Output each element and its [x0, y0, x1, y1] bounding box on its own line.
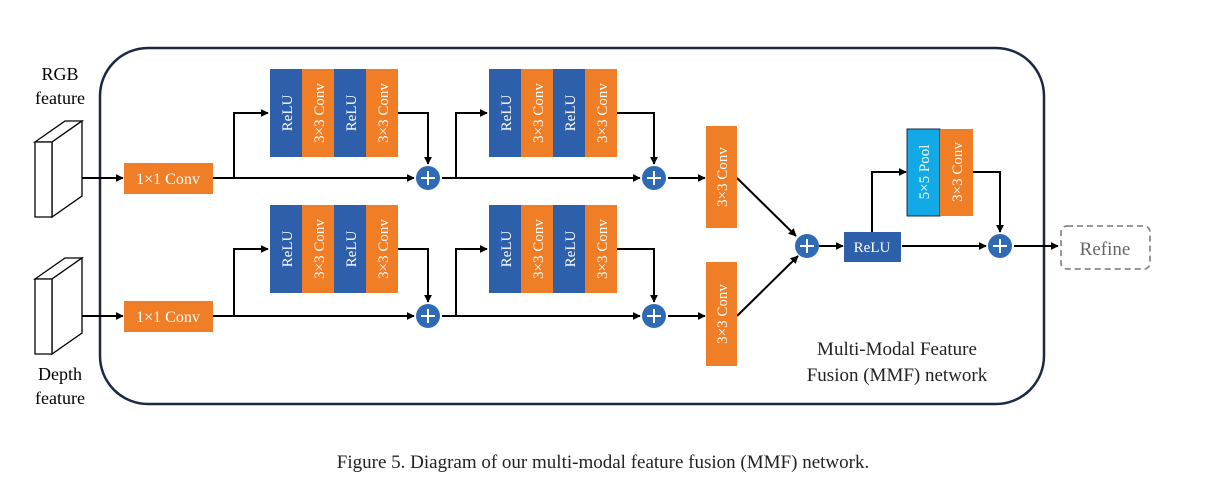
- svg-text:3×3 Conv: 3×3 Conv: [531, 83, 547, 143]
- svg-text:3×3 Conv: 3×3 Conv: [312, 219, 328, 279]
- sum-node-depth-2: [642, 304, 666, 328]
- residual-unit-depth-1: ReLU 3×3 Conv ReLU 3×3 Conv: [270, 205, 398, 293]
- sum-node-depth-1: [416, 304, 440, 328]
- rgb-label-line1: RGB: [41, 64, 78, 84]
- svg-text:ReLU: ReLU: [280, 95, 296, 132]
- residual-unit-rgb-1: ReLU 3×3 Conv ReLU 3×3 Conv: [270, 69, 398, 157]
- residual-unit-depth-2: ReLU 3×3 Conv ReLU 3×3 Conv: [489, 205, 617, 293]
- svg-text:3×3 Conv: 3×3 Conv: [595, 219, 611, 279]
- figure-caption: Figure 5. Diagram of our multi-modal fea…: [336, 452, 870, 473]
- svg-text:ReLU: ReLU: [499, 231, 515, 268]
- svg-text:ReLU: ReLU: [563, 95, 579, 132]
- sum-node-rgb-2: [642, 166, 666, 190]
- depth-conv3x3-adapt-block: 3×3 Conv: [706, 262, 737, 366]
- svg-text:3×3 Conv: 3×3 Conv: [950, 142, 966, 202]
- svg-text:1×1 Conv: 1×1 Conv: [136, 171, 200, 188]
- svg-text:ReLU: ReLU: [344, 231, 360, 268]
- rgb-label-line2: feature: [35, 88, 85, 108]
- svg-text:3×3 Conv: 3×3 Conv: [715, 147, 731, 207]
- network-label-line1: Multi-Modal Feature: [817, 339, 977, 360]
- svg-text:3×3 Conv: 3×3 Conv: [531, 219, 547, 279]
- connectors: [82, 109, 1059, 320]
- depth-label-line1: Depth: [38, 364, 82, 384]
- svg-text:1×1 Conv: 1×1 Conv: [136, 309, 200, 326]
- svg-text:ReLU: ReLU: [280, 231, 296, 268]
- svg-text:ReLU: ReLU: [499, 95, 515, 132]
- depth-conv1x1-block: 1×1 Conv: [124, 301, 213, 332]
- svg-text:5×5 Pool: 5×5 Pool: [917, 145, 933, 200]
- pool-conv-unit: 5×5 Pool 3×3 Conv: [906, 128, 973, 217]
- rgb-conv1x1-block: 1×1 Conv: [124, 163, 213, 194]
- svg-text:3×3 Conv: 3×3 Conv: [312, 83, 328, 143]
- sum-node-fusion: [795, 234, 819, 258]
- svg-text:3×3 Conv: 3×3 Conv: [376, 83, 392, 143]
- network-label-line2: Fusion (MMF) network: [807, 365, 988, 386]
- depth-label-line2: feature: [35, 388, 85, 408]
- sum-nodes: [416, 166, 1012, 328]
- svg-text:3×3 Conv: 3×3 Conv: [715, 284, 731, 344]
- svg-text:ReLU: ReLU: [563, 231, 579, 268]
- svg-text:Refine: Refine: [1080, 239, 1131, 260]
- svg-text:3×3 Conv: 3×3 Conv: [376, 219, 392, 279]
- svg-text:ReLU: ReLU: [344, 95, 360, 132]
- refine-block: Refine: [1060, 225, 1151, 270]
- residual-unit-rgb-2: ReLU 3×3 Conv ReLU 3×3 Conv: [489, 69, 617, 157]
- sum-node-output: [988, 234, 1012, 258]
- depth-feature-cube: [32, 256, 85, 356]
- svg-text:3×3 Conv: 3×3 Conv: [595, 83, 611, 143]
- rgb-feature-cube: [32, 119, 85, 219]
- fusion-relu-block: ReLU: [844, 232, 901, 262]
- rgb-conv3x3-adapt-block: 3×3 Conv: [706, 126, 737, 228]
- svg-text:ReLU: ReLU: [854, 240, 891, 256]
- sum-node-rgb-1: [416, 166, 440, 190]
- mmf-module-outline: [98, 46, 1046, 406]
